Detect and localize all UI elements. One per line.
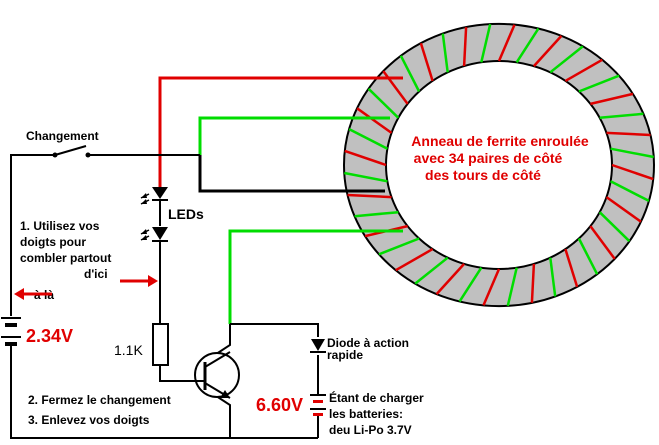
resistor-label: 1.1K: [114, 342, 143, 358]
winding-turn: [344, 171, 388, 183]
ferrite-toroid: [342, 23, 656, 307]
winding-turn: [515, 27, 540, 63]
winding-turn: [458, 267, 483, 303]
winding-turn: [577, 237, 599, 275]
charging-note-line2: les batteries:: [329, 407, 403, 421]
instruction-step2: 2. Fermez le changement: [28, 393, 171, 407]
arrow-from-here-icon: [120, 275, 158, 287]
battery-right-voltage: 6.60V: [256, 395, 303, 415]
instruction-step1-line3: combler partout: [20, 251, 111, 265]
circuit-wiring: [10, 154, 319, 439]
winding-turn: [480, 23, 492, 63]
winding-turn: [610, 180, 650, 203]
led-lower: [140, 227, 168, 247]
switch-label: Changement: [26, 129, 99, 143]
resistor: [152, 323, 169, 366]
winding-turn: [530, 263, 536, 303]
ring-description-line3: des tours de côté: [425, 167, 541, 183]
winding-turn: [564, 248, 579, 288]
winding-turn: [590, 92, 634, 106]
arrow-to-there-icon: [14, 288, 52, 300]
winding-turn: [414, 256, 449, 285]
winding-turn: [599, 112, 644, 120]
winding-turn: [356, 107, 393, 134]
diode-label-line2: rapide: [327, 348, 363, 362]
winding-turn: [598, 211, 631, 243]
fast-diode: [310, 339, 326, 353]
instruction-step3: 3. Enlevez vos doigts: [28, 413, 150, 427]
battery-left: [1, 317, 21, 346]
primary-lead-wire: [158, 76, 403, 187]
winding-turn: [347, 193, 392, 199]
secondary-lead-wire-to-diode: [228, 229, 403, 324]
charging-note-line1: Étant de charger: [329, 390, 424, 405]
winding-turn: [367, 87, 400, 119]
charging-note-line3: deu Li-Po 3.7V: [329, 423, 412, 437]
winding-turn: [395, 248, 434, 272]
winding-turn: [344, 149, 387, 167]
led-upper: [140, 187, 168, 226]
winding-turn: [348, 127, 388, 150]
winding-turn: [605, 196, 642, 223]
winding-turn: [578, 74, 620, 93]
winding-turn: [549, 257, 557, 297]
ring-description-line1: Anneau de ferrite enroulée: [411, 133, 589, 149]
winding-turn: [435, 263, 466, 295]
winding-turn: [378, 237, 420, 256]
ring-description-line2: avec 34 paires de côté: [414, 150, 563, 166]
winding-turn: [462, 27, 468, 67]
transistor: [194, 351, 240, 399]
instruction-step1-line1: 1. Utilisez vos: [20, 219, 100, 233]
winding-turn: [589, 225, 616, 260]
leds-label: LEDs: [168, 206, 204, 222]
winding-turn: [482, 268, 501, 306]
winding-turn: [399, 55, 421, 93]
secondary-lead-wire-top: [198, 116, 390, 155]
winding-turn: [497, 24, 516, 62]
instruction-step1-line2: doigts pour: [20, 235, 86, 249]
winding-turn: [532, 35, 563, 67]
winding-turn: [506, 267, 518, 307]
battery-left-voltage: 2.34V: [26, 326, 73, 346]
winding-turn: [606, 131, 651, 137]
winding-turn: [610, 147, 654, 159]
winding-turn: [354, 210, 399, 218]
diode-label-line1: Diode à action: [327, 336, 409, 350]
winding-turn: [441, 33, 449, 73]
toroid-windings: [344, 23, 654, 307]
winding-turn: [611, 163, 654, 181]
winding-turn: [419, 42, 434, 82]
secondary-lead-wire-bottom: [198, 155, 385, 193]
instruction-from-here: d'ici: [84, 267, 108, 281]
winding-turn: [549, 45, 584, 74]
winding-turn: [564, 58, 603, 82]
battery-right: [310, 394, 326, 416]
switch[interactable]: [52, 145, 91, 158]
